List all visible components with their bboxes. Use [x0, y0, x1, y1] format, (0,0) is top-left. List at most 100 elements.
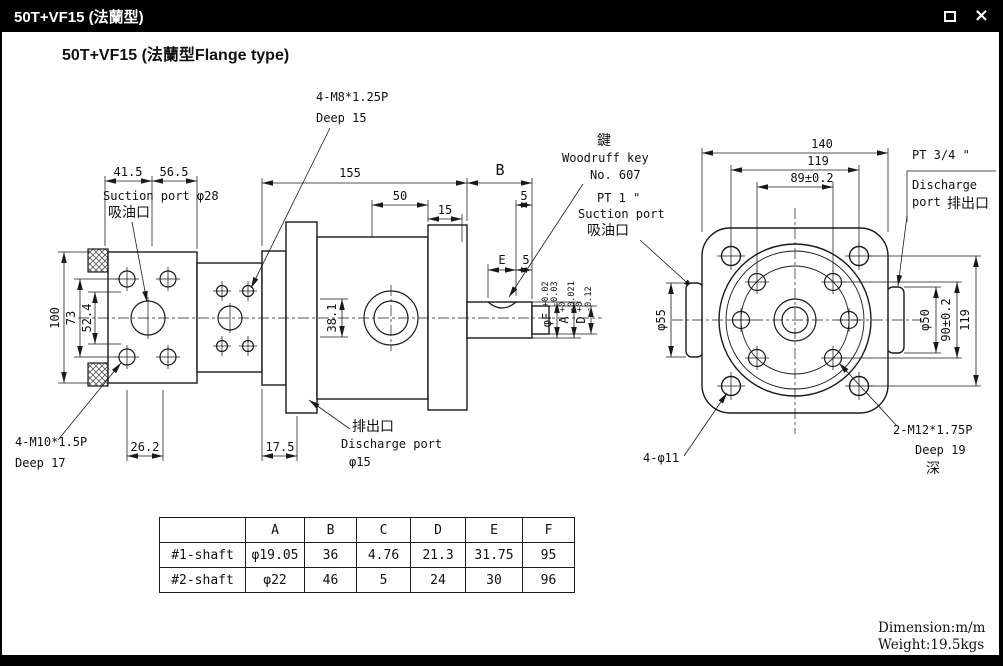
front-view-dimensions: 140 119 89±0.2 φ55 φ50 90±0.2 119 [654, 137, 981, 387]
dim-89: 89±0.2 [790, 171, 833, 185]
dim-5-keyway: 5 [522, 253, 529, 267]
m8-thread-label: 4-M8*1.25P [316, 90, 388, 104]
table-cell: φ19.05 [245, 542, 305, 568]
bottom-bar [0, 655, 1003, 666]
pt34-thread-label: PT 3/4 " [912, 148, 970, 162]
table-header-d: D [410, 517, 466, 543]
side-view-dimensions: 41.5 56.5 155 B 50 15 5 E 5 1 [48, 161, 597, 461]
m12-thread-label: 2-M12*1.75P [893, 423, 972, 437]
dim-100: 100 [48, 307, 62, 329]
table-header-b: B [304, 517, 357, 543]
dim-E: E [498, 253, 505, 267]
dim-A-minus: -0.021 [567, 281, 577, 312]
front-view-callouts: PT 3/4 " Discharge port 排出口 2-M12*1.75P … [643, 148, 996, 477]
dim-5-shaft: 5 [520, 189, 527, 203]
page-title: 50T+VF15 (法蘭型Flange type) [62, 47, 290, 64]
pt1-thread-label: PT 1 " [597, 191, 640, 205]
dim-phiF-label: φF [540, 313, 554, 327]
key-number-label: No. 607 [590, 168, 641, 182]
table-cell: 21.3 [410, 542, 466, 568]
front-view [672, 208, 922, 434]
front-suction-label: Suction port [578, 207, 665, 221]
suction-port-label: Suction port φ28 [103, 189, 219, 203]
table-header-e: E [465, 517, 523, 543]
title-bar: 50T+VF15 (法蘭型) × [0, 0, 1003, 32]
dim-119-top: 119 [807, 154, 829, 168]
table-cell: 31.75 [465, 542, 523, 568]
table-cell: 46 [304, 567, 357, 593]
table-cell: 5 [356, 567, 411, 593]
dim-phiF: φF +0.02 -0.03 [540, 281, 560, 327]
dimension-note: Dimension:m/m [878, 620, 986, 636]
dim-D-label: D [574, 316, 588, 323]
table-row-name: #1-shaft [159, 542, 246, 568]
dim-phiF-minus: -0.03 [550, 281, 560, 307]
window-title: 50T+VF15 (法蘭型) [14, 8, 144, 26]
front-discharge-port-label: port [912, 195, 941, 209]
dim-38-1: 38.1 [325, 304, 339, 333]
phi15-label: φ15 [349, 455, 371, 469]
suction-port-cn-label: 吸油口 [108, 205, 150, 221]
m10-depth-label: Deep 17 [15, 456, 66, 470]
table-header-c: C [356, 517, 411, 543]
table-cell: 36 [304, 542, 357, 568]
maximize-button[interactable] [943, 7, 956, 26]
dim-119-right: 119 [958, 309, 972, 331]
dim-50: 50 [393, 189, 407, 203]
table-header-row: A B C D E F [159, 517, 575, 543]
dim-D-minus: -0.12 [584, 286, 594, 312]
table-header-blank [159, 517, 246, 543]
footer-notes: Dimension:m/m Weight:19.5kgs [878, 620, 985, 654]
phi11-label: 4-φ11 [643, 451, 679, 465]
key-cn-label: 鍵 [597, 133, 611, 149]
dim-phi50: φ50 [918, 309, 932, 331]
dim-90: 90±0.2 [939, 298, 953, 341]
dim-52-4: 52.4 [80, 304, 94, 333]
dim-D: D +0 -0.12 [574, 286, 594, 323]
m10-thread-label: 4-M10*1.5P [15, 435, 87, 449]
dim-B: B [495, 161, 504, 179]
weight-note: Weight:19.5kgs [878, 637, 985, 653]
dim-A-plus: +0 [558, 302, 568, 312]
table-cell: 4.76 [356, 542, 411, 568]
dim-26-2: 26.2 [131, 440, 160, 454]
woodruff-key-label: Woodruff key [562, 151, 649, 165]
front-suction-cn-label: 吸油口 [587, 223, 629, 239]
dim-A-label: A [557, 316, 571, 324]
discharge-cn-label: 排出口 [352, 419, 394, 435]
dim-140: 140 [811, 137, 833, 151]
m8-depth-label: Deep 15 [316, 111, 367, 125]
woodruff-keyway [487, 301, 517, 309]
dim-56-5: 56.5 [160, 165, 189, 179]
front-discharge-cn-label: 排出口 [947, 196, 989, 212]
window-right-edge [999, 0, 1003, 666]
table-cell: 24 [410, 567, 466, 593]
dim-phi55: φ55 [654, 309, 668, 331]
side-view-callouts: 4-M8*1.25P Deep 15 Suction port φ28 吸油口 … [15, 90, 695, 470]
discharge-port-label: Discharge port [341, 437, 442, 451]
table-header-f: F [522, 517, 575, 543]
close-button[interactable]: × [973, 5, 989, 26]
maximize-icon [943, 10, 956, 22]
front-discharge-label: Discharge [912, 178, 977, 192]
dim-73: 73 [64, 311, 78, 325]
dim-17-5: 17.5 [266, 440, 295, 454]
dim-A: A +0 -0.021 [557, 281, 577, 323]
m12-depth-label: Deep 19 [915, 443, 966, 457]
dim-41-5: 41.5 [114, 165, 143, 179]
dim-phiF-plus: +0.02 [541, 281, 551, 307]
table-cell: 30 [465, 567, 523, 593]
table-cell: 95 [522, 542, 575, 568]
dim-15: 15 [438, 203, 452, 217]
table-row-shaft2: #2-shaft φ22 46 5 24 30 96 [159, 567, 575, 593]
dim-155: 155 [339, 166, 361, 180]
window-controls: × [943, 5, 989, 26]
table-cell: 96 [522, 567, 575, 593]
side-view [87, 221, 550, 414]
table-row-shaft1: #1-shaft φ19.05 36 4.76 21.3 31.75 95 [159, 542, 575, 568]
window-left-edge [0, 0, 2, 666]
table-cell: φ22 [245, 567, 305, 593]
dim-D-plus: +0 [575, 302, 585, 312]
